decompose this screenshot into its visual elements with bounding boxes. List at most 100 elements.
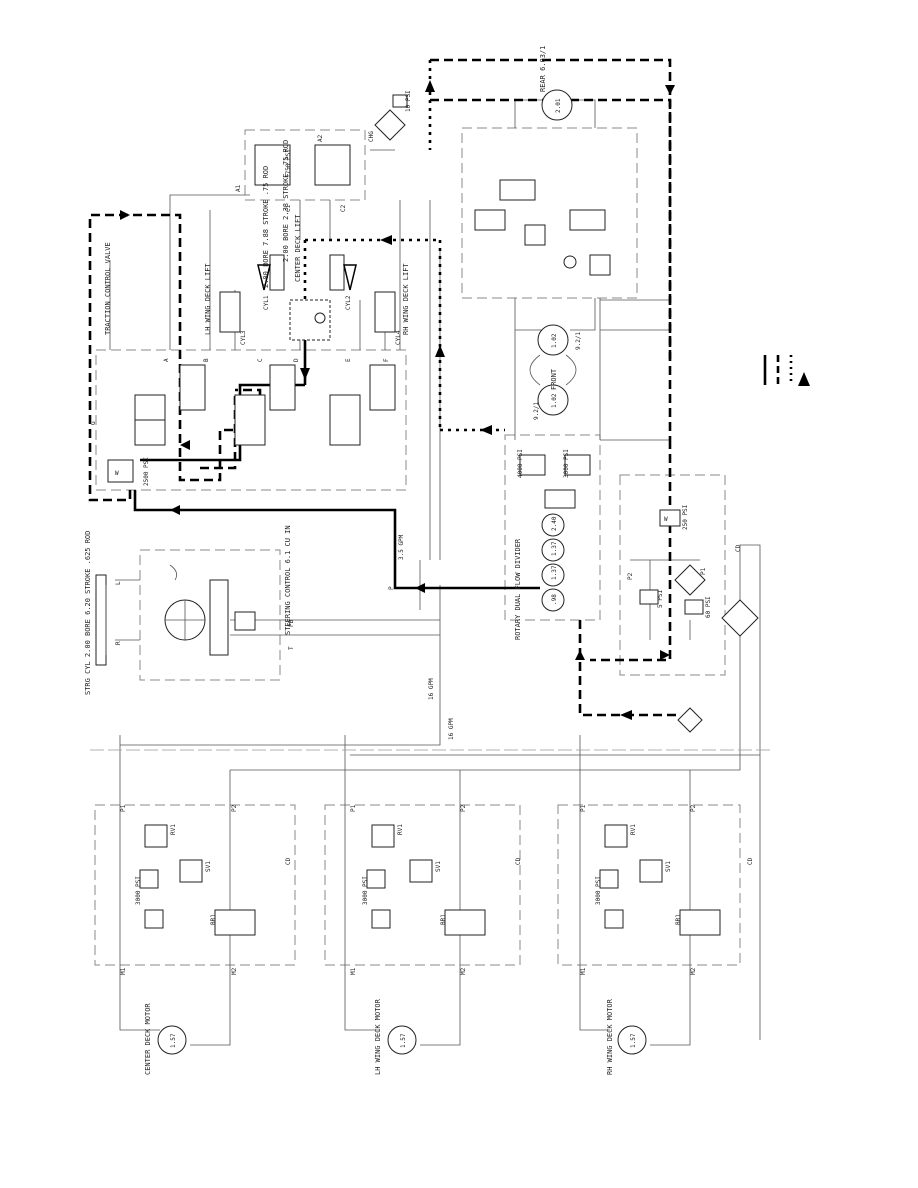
port-a2: A2 <box>317 134 324 142</box>
rh-lift-cylinder <box>374 291 396 333</box>
steering-cylinder-icon <box>95 574 107 666</box>
lh-motor-disp: 1.57 <box>400 1033 407 1048</box>
port-t: T <box>288 646 295 650</box>
reservoir-filter-icon <box>721 599 759 637</box>
deck-motor-valves <box>139 824 721 1055</box>
port-pb: PB <box>288 619 295 627</box>
port-l: L <box>115 581 122 585</box>
traction-valve-box <box>95 349 407 491</box>
lh-deck-motor-icon <box>387 1025 417 1055</box>
port-d: D <box>293 358 300 362</box>
flow-16b-label: 16 GPM <box>448 718 455 740</box>
steering-group <box>95 564 256 666</box>
rh-port-p2: P2 <box>690 804 697 812</box>
flow-divider-box <box>504 434 601 621</box>
port-chg: CHG <box>368 131 375 142</box>
svg-text:W: W <box>115 470 119 477</box>
center-port-p1: P1 <box>120 804 127 812</box>
rh-deck-motor-icon <box>617 1025 647 1055</box>
center-motor-psi: 3000 PSI <box>135 876 142 905</box>
lh-port-m1: M1 <box>350 967 357 975</box>
arrow-up <box>575 650 585 660</box>
front-motor-left-icon <box>537 384 569 416</box>
rear-motor-icon <box>541 89 573 121</box>
rh-motor-br: BR1 <box>675 914 682 925</box>
relief-3000-label: 3000 PSI <box>563 449 570 478</box>
rh-motor-box <box>557 804 741 966</box>
svg-text:W: W <box>664 516 668 523</box>
front-motors <box>529 324 577 416</box>
filter-manifold-box <box>619 474 726 676</box>
check-5-label: 5 PSI <box>657 590 664 608</box>
lh-motor-br: BR1 <box>440 914 447 925</box>
arrow-right <box>660 650 670 660</box>
rh-port-m2: M2 <box>690 967 697 975</box>
check-60-label: 60 PSI <box>705 596 712 618</box>
port-p: P <box>388 586 395 590</box>
arrow-left <box>620 710 632 720</box>
arrow-right <box>120 210 130 220</box>
arrow-up <box>435 345 445 357</box>
rh-deck-lift-label: RH WING DECK LIFT <box>402 263 410 335</box>
front-motor-label: FRONT <box>550 368 558 390</box>
center-motor-disp: 1.57 <box>170 1033 177 1048</box>
center-port-p2: P2 <box>231 804 238 812</box>
lh-wing-deck-motor-label: LH WING DECK MOTOR <box>374 998 382 1075</box>
gauge-port-g: G <box>90 421 97 425</box>
lh-port-p1: P1 <box>350 804 357 812</box>
arrow-left <box>180 440 190 450</box>
lift-cylinders <box>219 254 396 341</box>
flow-divider <box>519 454 591 612</box>
rear-motor-group <box>474 89 611 276</box>
strg-cyl-label: STRG CYL 2.00 BORE 6.20 STROKE .625 ROD <box>84 531 92 695</box>
center-port-m1: M1 <box>120 967 127 975</box>
lh-port-m2: M2 <box>460 967 467 975</box>
lh-lift-cylinder <box>219 291 241 333</box>
plumbing-thin <box>90 99 770 1046</box>
front-left-disp2: 1.02 <box>551 393 558 408</box>
center-deck-motor-icon <box>157 1025 187 1055</box>
rear-motor-label: REAR 6.03/1 <box>539 46 547 92</box>
legend <box>763 355 810 386</box>
flow-divider-label: ROTARY DUAL FLOW DIVIDER <box>514 538 522 640</box>
lh-cyl-spec-label: 2.00 BORE 7.88 STROKE .75 ROD <box>262 166 270 288</box>
text-labels: TRACTION CONTROL VALVE LH WING DECK LIFT… <box>84 46 754 1075</box>
center-motor-rv: RV1 <box>170 824 177 835</box>
arrow-down <box>665 85 675 95</box>
rh-motor-rv: RV1 <box>630 824 637 835</box>
relief-2500-label: 2500 PSI <box>143 457 150 486</box>
lh-port-cd: CD <box>515 857 522 865</box>
center-cyl-spec-label: 2.00 BORE 2.38 STROKE .75 ROD <box>282 140 290 262</box>
filter-icon <box>674 564 706 596</box>
pilot-filter-icon <box>374 109 406 141</box>
check-250-label: 250 PSI <box>682 504 689 530</box>
port-a1: A1 <box>235 184 242 192</box>
boundary-boxes <box>94 127 741 966</box>
fd-seg1: .98 <box>551 594 558 605</box>
filter-port-p2: P2 <box>627 572 634 580</box>
rh-motor-disp: 1.57 <box>630 1033 637 1048</box>
flow-16a-label: 16 GPM <box>428 678 435 700</box>
port-c: C <box>257 358 264 362</box>
cooler-icon <box>677 707 703 733</box>
front-left-disp: 9.2/1 <box>533 402 540 420</box>
filter-port-p1: P1 <box>700 567 707 575</box>
center-motor-sv: SV1 <box>205 861 212 872</box>
center-cyl2 <box>329 254 345 291</box>
lh-motor-sv: SV1 <box>435 861 442 872</box>
check-10psi-label: 10 PSI <box>405 90 412 112</box>
arrow-up <box>425 80 435 92</box>
cyl3-label: CYL3 <box>240 330 247 345</box>
rh-port-m1: M1 <box>580 967 587 975</box>
relief-4000-label: 4000 PSI <box>517 449 524 478</box>
flow-paths <box>88 58 680 717</box>
lh-deck-lift-label: LH WING DECK LIFT <box>204 263 212 335</box>
steering-control-label: STEERING CONTROL 6.1 CU IN <box>284 525 292 635</box>
center-port-cd: CD <box>285 857 292 865</box>
arrow-left <box>380 235 392 245</box>
arrow-left <box>415 583 425 593</box>
center-cyl1 <box>269 254 285 291</box>
cyl1-label: CYL1 <box>263 295 270 310</box>
port-r: R <box>115 641 122 645</box>
steering-box <box>139 549 281 681</box>
